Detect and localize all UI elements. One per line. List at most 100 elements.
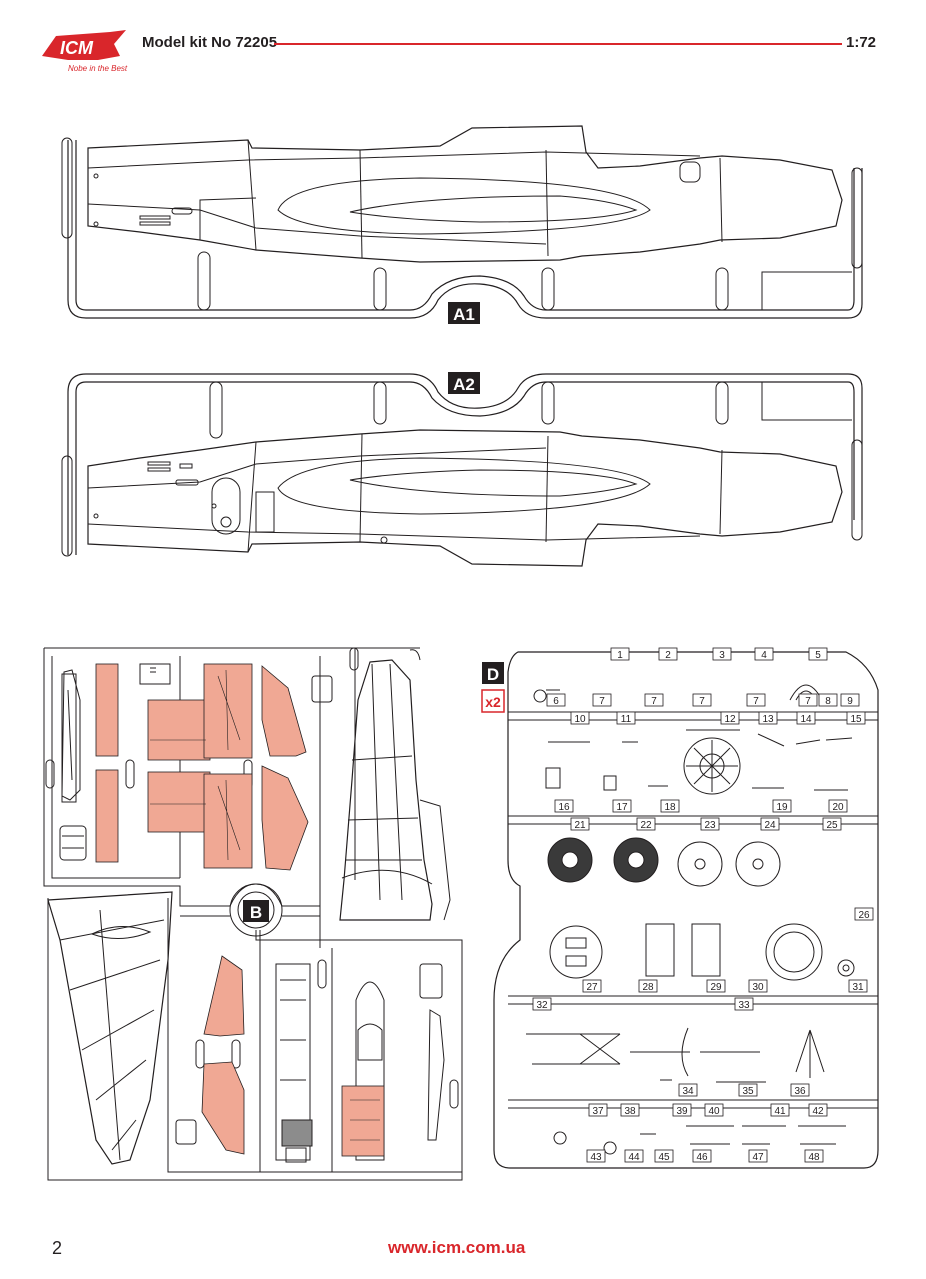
part-number-tag: 2 [658, 647, 678, 661]
part-number: 7 [699, 696, 705, 707]
part-number: 18 [664, 802, 676, 813]
part-number-tag: 47 [748, 1149, 768, 1163]
part-number: 5 [815, 650, 821, 661]
part-number: 29 [710, 982, 722, 993]
part-number-tag: 34 [678, 1083, 698, 1097]
part-number: 21 [574, 820, 586, 831]
sprue-d-quantity: x2 [485, 694, 501, 710]
part-number: 25 [826, 820, 838, 831]
part-number-tag: 1 [610, 647, 630, 661]
part-number: 39 [676, 1106, 688, 1117]
sprue-a1-label-group: A1 [448, 302, 480, 324]
part-number-tag: 16 [554, 799, 574, 813]
part-number-tag: 36 [790, 1083, 810, 1097]
part-number: 40 [708, 1106, 720, 1117]
part-number: 9 [847, 696, 853, 707]
part-number: 31 [852, 982, 864, 993]
icm-logo: ICM Nobe in the Best [38, 26, 130, 76]
part-number-tag: 17 [612, 799, 632, 813]
part-number-tag: 18 [660, 799, 680, 813]
part-number-tag: 7 [644, 693, 664, 707]
part-number: 7 [753, 696, 759, 707]
part-number-tag: 45 [654, 1149, 674, 1163]
sprue-a1 [61, 125, 863, 319]
scale-label: 1:72 [846, 34, 877, 51]
part-number: 32 [536, 1000, 548, 1011]
part-number: 7 [651, 696, 657, 707]
part-number-tag: 27 [582, 979, 602, 993]
part-number: 13 [762, 714, 774, 725]
part-number: 41 [774, 1106, 786, 1117]
part-number: 20 [832, 802, 844, 813]
part-number-tag: 7 [592, 693, 612, 707]
model-kit-title: Model kit No 72205 [142, 34, 278, 51]
part-number-tag: 7 [798, 693, 818, 707]
part-number: 22 [640, 820, 652, 831]
highlighted-parts [95, 663, 385, 1157]
part-number-tag: 26 [854, 907, 874, 921]
part-number: 16 [558, 802, 570, 813]
part-number-tag: 25 [822, 817, 842, 831]
part-number: 44 [628, 1152, 640, 1163]
part-number: 1 [617, 650, 623, 661]
part-number-tag: 39 [672, 1103, 692, 1117]
part-number: 19 [776, 802, 788, 813]
part-number-tag: 12 [720, 711, 740, 725]
logo-tagline: Nobe in the Best [68, 64, 128, 73]
part-number-tag: 7 [692, 693, 712, 707]
part-number: 30 [752, 982, 764, 993]
part-number-tag: 38 [620, 1103, 640, 1117]
part-number-tag: 46 [692, 1149, 712, 1163]
part-number-tag: 37 [588, 1103, 608, 1117]
part-number: 37 [592, 1106, 604, 1117]
part-number-tag: 6 [546, 693, 566, 707]
part-number-tag: 4 [754, 647, 774, 661]
part-number-tag: 10 [570, 711, 590, 725]
part-number-tag: 24 [760, 817, 780, 831]
part-number-tag: 44 [624, 1149, 644, 1163]
engine-parts [547, 737, 855, 981]
part-number: 46 [696, 1152, 708, 1163]
sprue-b-label: B [250, 903, 262, 922]
part-number-tag: 21 [570, 817, 590, 831]
part-number-tag: 15 [846, 711, 866, 725]
part-number-tag: 11 [616, 711, 636, 725]
part-number: 34 [682, 1086, 694, 1097]
part-number: 14 [800, 714, 812, 725]
logo-text: ICM [60, 38, 94, 58]
part-number: 10 [574, 714, 586, 725]
part-number-tag: 3 [712, 647, 732, 661]
part-number-tag: 19 [772, 799, 792, 813]
part-number-tag: 35 [738, 1083, 758, 1097]
part-number-tag: 8 [818, 693, 838, 707]
part-number: 3 [719, 650, 725, 661]
part-number-tag: 14 [796, 711, 816, 725]
part-number: 17 [616, 802, 628, 813]
part-number-tag: 28 [638, 979, 658, 993]
sprue-b-label-group: B [243, 900, 269, 922]
part-number: 47 [752, 1152, 764, 1163]
part-number-tag: 42 [808, 1103, 828, 1117]
part-number: 27 [586, 982, 598, 993]
part-number-tag: 20 [828, 799, 848, 813]
part-number-tag: 48 [804, 1149, 824, 1163]
part-number: 38 [624, 1106, 636, 1117]
part-number: 45 [658, 1152, 670, 1163]
part-number: 7 [599, 696, 605, 707]
sprue-d [493, 651, 879, 1169]
part-number: 2 [665, 650, 671, 661]
part-number-tag: 33 [734, 997, 754, 1011]
sprue-a2 [61, 373, 863, 567]
part-number: 7 [805, 696, 811, 707]
part-number-tag: 43 [586, 1149, 606, 1163]
part-number: 12 [724, 714, 736, 725]
website-link[interactable]: www.icm.com.ua [388, 1238, 526, 1257]
part-number: 42 [812, 1106, 824, 1117]
part-number: 4 [761, 650, 767, 661]
part-number: 48 [808, 1152, 820, 1163]
part-number-tag: 29 [706, 979, 726, 993]
part-number-tag: 23 [700, 817, 720, 831]
part-number-tag: 13 [758, 711, 778, 725]
